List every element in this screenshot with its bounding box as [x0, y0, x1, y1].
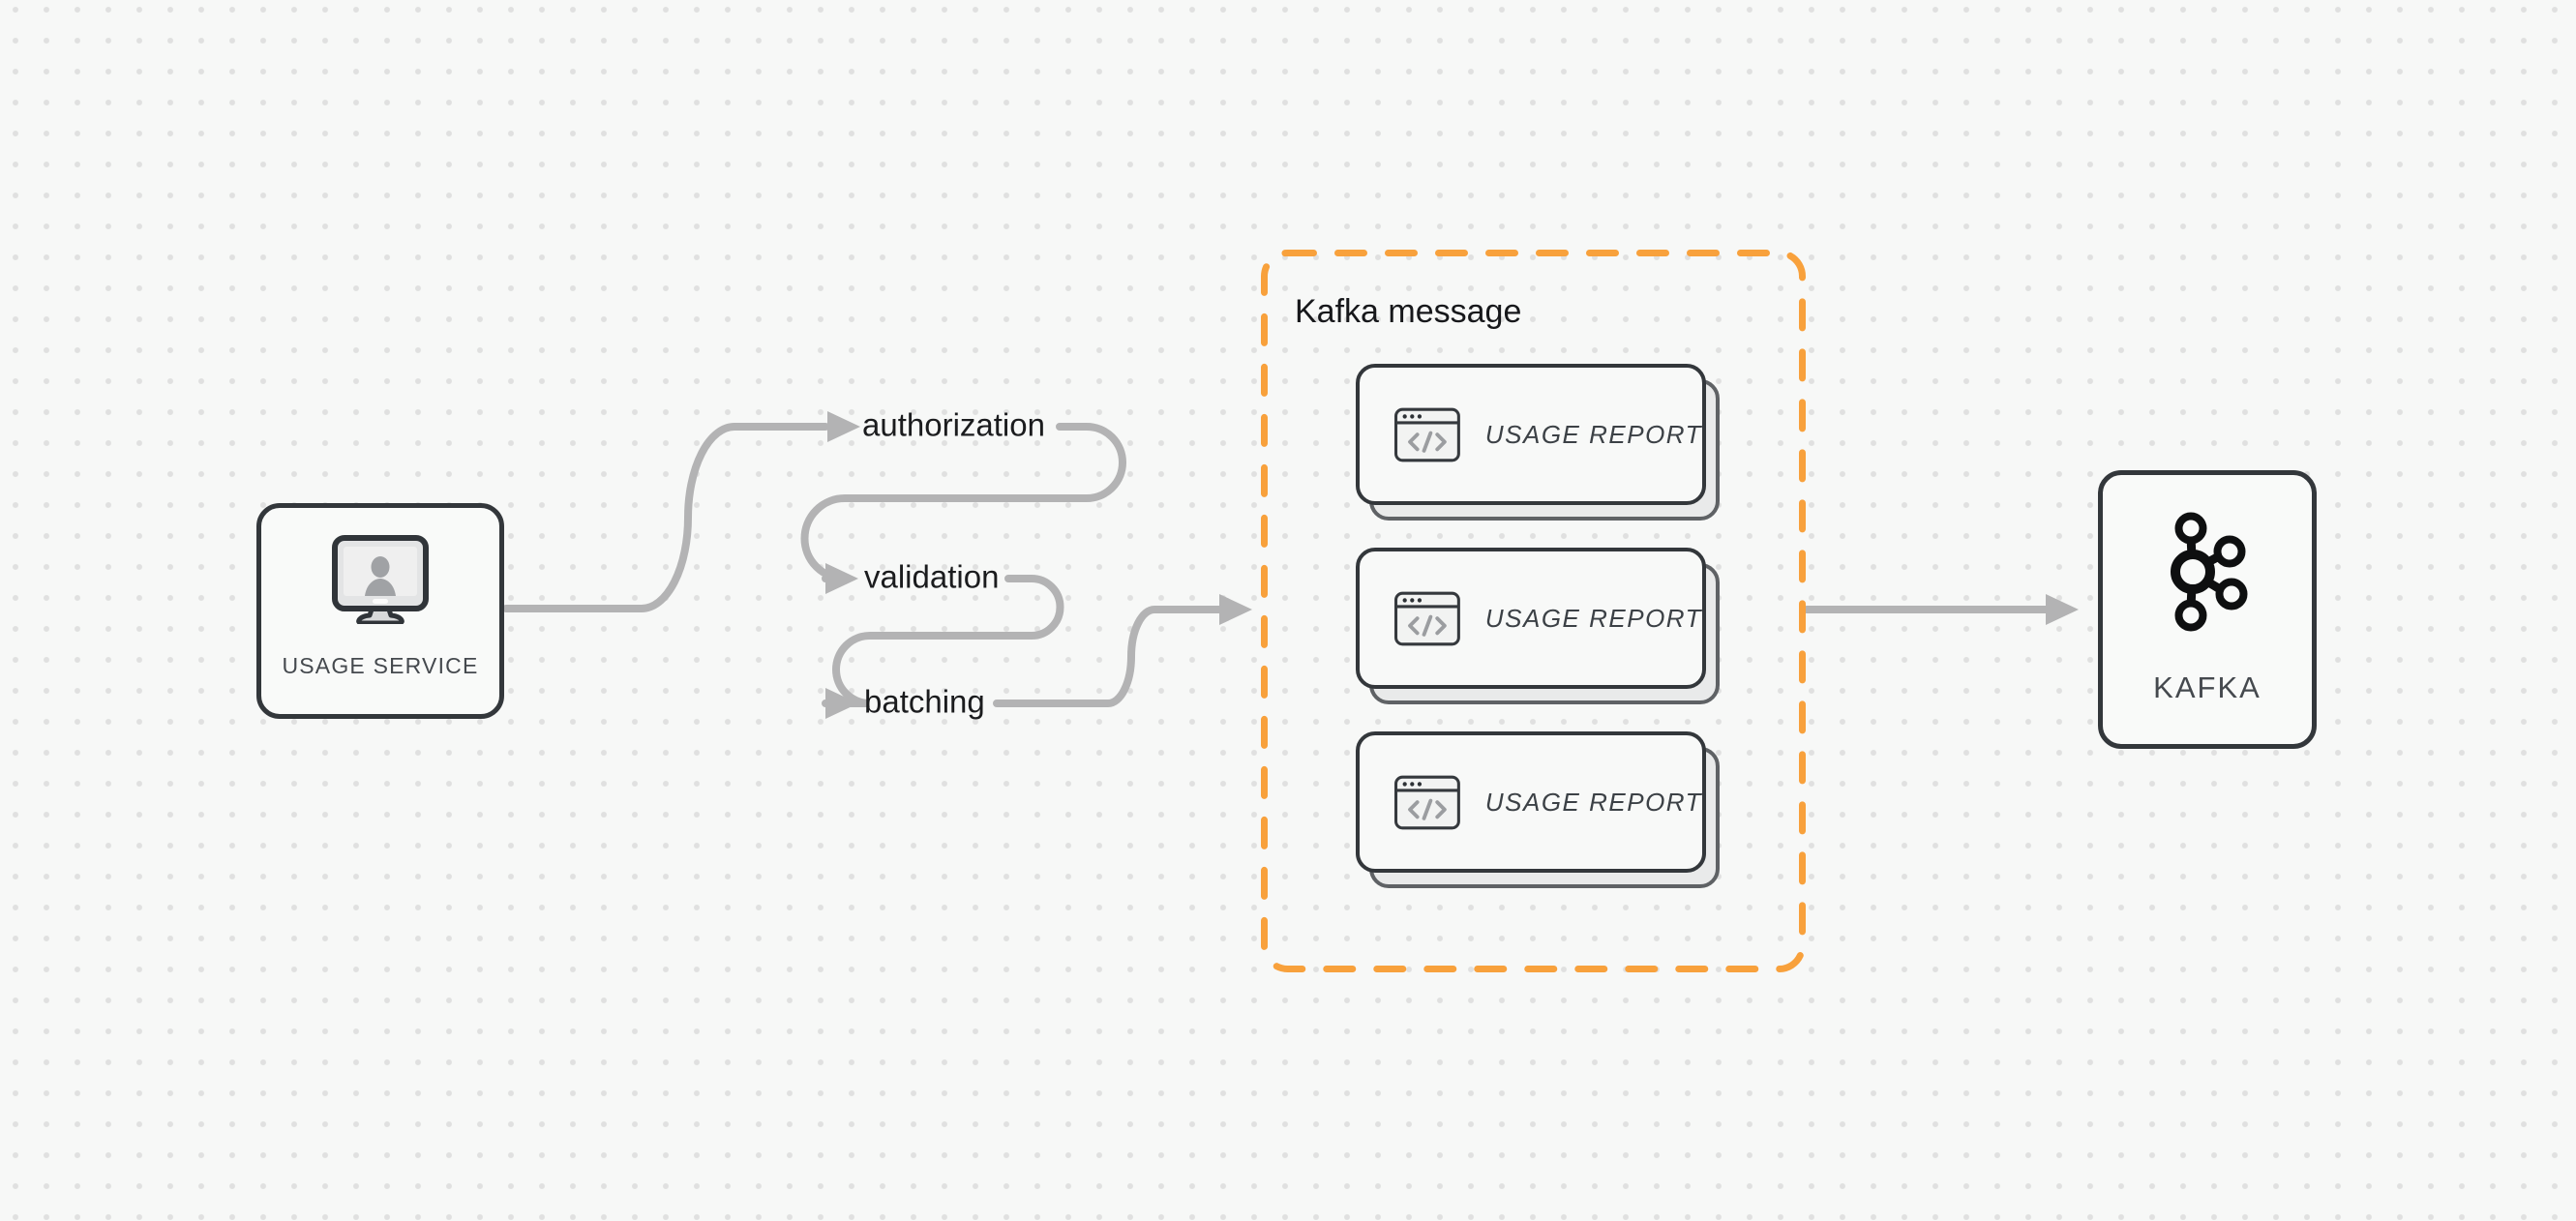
connector-validation-to-batching [822, 575, 1064, 707]
step-validation-label: validation [864, 558, 1000, 595]
arrowhead-group [1219, 594, 1252, 625]
connector-authorization-to-validation [800, 423, 1126, 582]
usage-report-card: USAGE REPORT [1356, 364, 1720, 521]
monitor-user-icon [332, 535, 429, 624]
kafka-logo-icon [2171, 512, 2248, 632]
code-window-icon [1394, 775, 1460, 829]
usage-report-card: USAGE REPORT [1356, 731, 1720, 888]
arrowhead-authorization [827, 411, 860, 442]
usage-report-card: USAGE REPORT [1356, 548, 1720, 704]
kafka-message-group-border [1261, 250, 1806, 972]
kafka-label: KAFKA [2153, 670, 2261, 704]
step-batching-label: batching [864, 683, 985, 720]
usage-report-label: USAGE REPORT [1484, 603, 1702, 633]
arrowhead-batching [825, 688, 858, 719]
kafka-message-group-title: Kafka message [1295, 293, 1522, 330]
code-window-icon [1394, 591, 1460, 645]
kafka-node: KAFKA [2098, 470, 2317, 749]
usage-service-node: USAGE SERVICE [256, 503, 504, 719]
arrowhead-kafka [2046, 594, 2079, 625]
usage-report-label: USAGE REPORT [1484, 419, 1702, 449]
connector-batching-to-group [993, 606, 1223, 707]
usage-service-label: USAGE SERVICE [282, 653, 479, 678]
arrowhead-validation [825, 563, 858, 594]
step-authorization-label: authorization [862, 406, 1045, 443]
code-window-icon [1394, 407, 1460, 462]
connector-usage-to-authorization [502, 423, 829, 612]
usage-report-label: USAGE REPORT [1484, 787, 1702, 817]
